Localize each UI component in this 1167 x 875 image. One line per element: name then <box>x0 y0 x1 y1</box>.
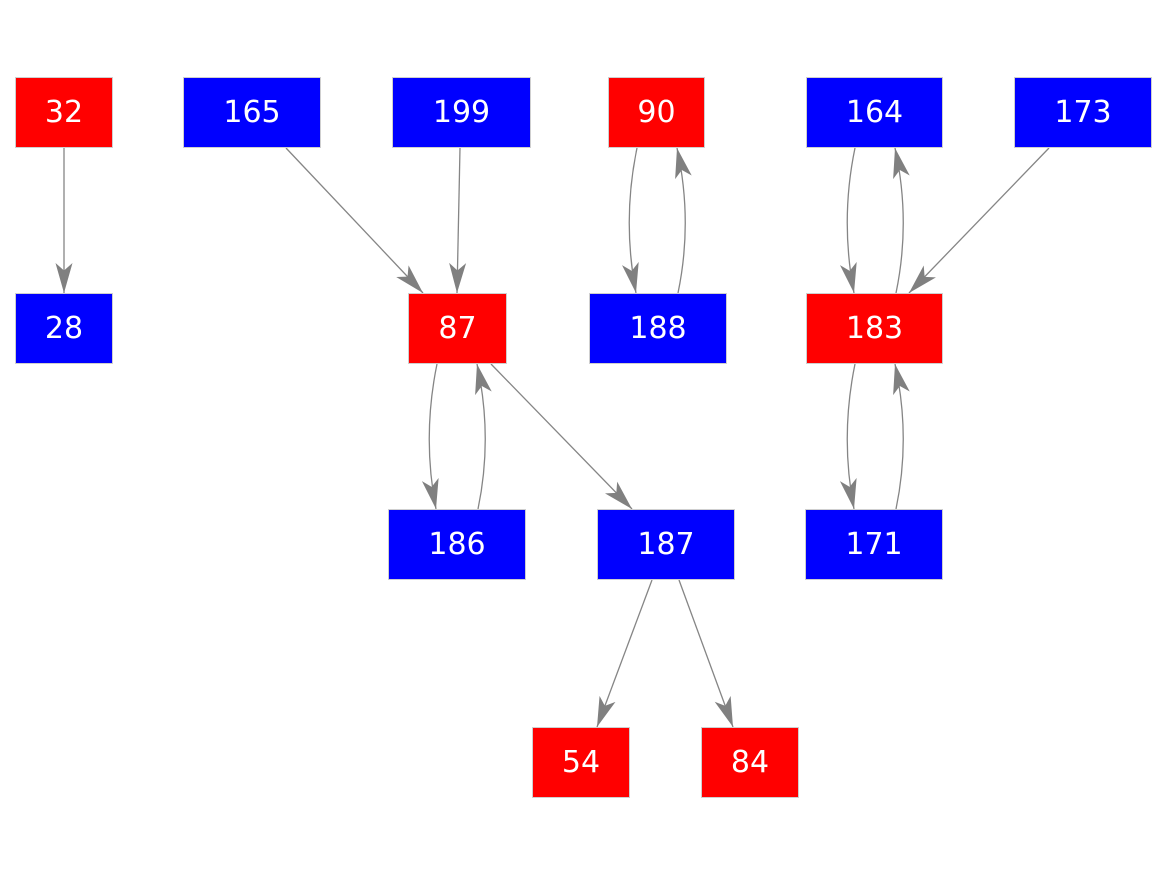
edge-187-to-54 <box>596 579 653 728</box>
node-label: 32 <box>44 94 84 130</box>
graph-node-90: 90 <box>608 77 705 148</box>
edge-173-to-183 <box>908 147 1050 294</box>
graph-node-28: 28 <box>15 293 113 364</box>
graph-node-171: 171 <box>805 509 943 580</box>
edge-187-to-84 <box>678 579 734 728</box>
edge-164-to-183 <box>840 147 857 294</box>
node-label: 199 <box>432 94 491 130</box>
graph-node-87: 87 <box>408 293 507 364</box>
node-label: 165 <box>223 94 281 130</box>
graph-node-173: 173 <box>1014 77 1152 148</box>
node-label: 173 <box>1054 94 1112 130</box>
edge-183-to-171 <box>839 363 857 510</box>
edge-171-to-183 <box>893 363 910 510</box>
node-label: 171 <box>845 526 903 562</box>
graph-node-187: 187 <box>597 509 735 580</box>
graph-node-199: 199 <box>392 77 531 148</box>
graph-node-165: 165 <box>183 77 321 148</box>
node-label: 187 <box>637 526 695 562</box>
edge-188-to-90 <box>675 147 692 294</box>
node-label: 164 <box>845 94 904 130</box>
node-label: 87 <box>438 310 477 346</box>
node-label: 186 <box>428 526 486 562</box>
edge-199-to-87 <box>449 147 467 294</box>
node-label: 90 <box>637 94 676 130</box>
node-label: 183 <box>845 310 904 346</box>
graph-node-186: 186 <box>388 509 526 580</box>
node-label: 28 <box>44 310 84 346</box>
node-label: 54 <box>561 744 601 780</box>
graph-node-84: 84 <box>701 727 799 798</box>
graph-node-183: 183 <box>806 293 943 364</box>
graph-node-164: 164 <box>806 77 943 148</box>
edge-87-to-186 <box>421 363 439 510</box>
edge-186-to-87 <box>475 363 492 510</box>
graph-node-32: 32 <box>15 77 113 148</box>
graph-node-54: 54 <box>532 727 630 798</box>
node-label: 188 <box>629 310 687 346</box>
edge-165-to-87 <box>285 147 424 294</box>
edges-group <box>55 147 1050 728</box>
graph-node-188: 188 <box>589 293 727 364</box>
edge-183-to-164 <box>893 147 910 294</box>
edge-90-to-188 <box>622 147 639 294</box>
node-label: 84 <box>730 744 770 780</box>
edge-87-to-187 <box>490 363 633 510</box>
